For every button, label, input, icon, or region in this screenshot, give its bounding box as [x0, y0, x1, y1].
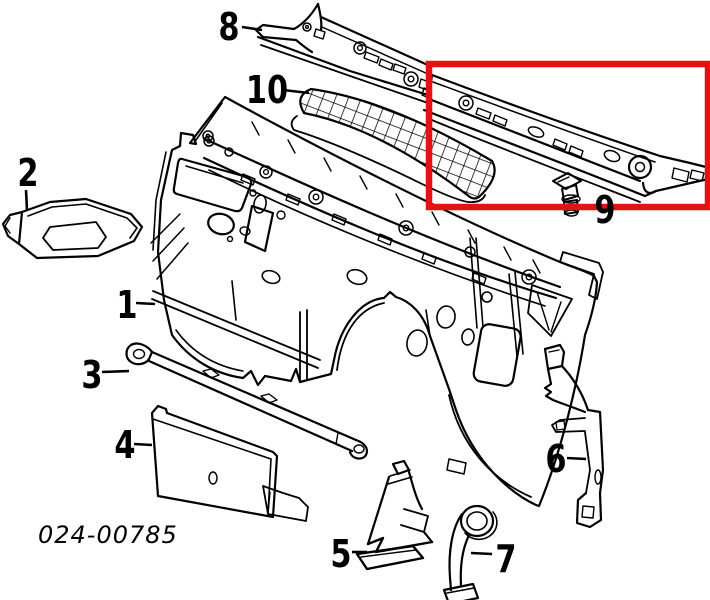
part-callout-2[interactable]: 2: [17, 152, 38, 196]
callout-leader-1: [135, 301, 156, 306]
part-callout-7[interactable]: 7: [495, 538, 516, 582]
part-callout-8[interactable]: 8: [218, 6, 239, 50]
part-9-cowl-panel-right: [422, 73, 710, 203]
part-1-firewall-panel: [150, 95, 604, 508]
callout-leaders: [24, 25, 587, 556]
part-callout-3[interactable]: 3: [81, 354, 102, 398]
part-callout-1[interactable]: 1: [116, 284, 137, 328]
callout-leader-2: [24, 189, 29, 211]
part-callout-4[interactable]: 4: [114, 424, 135, 468]
part-6-support-bracket: [543, 343, 605, 529]
callout-leader-7: [470, 551, 493, 556]
part-callout-5[interactable]: 5: [330, 533, 351, 577]
callout-leader-4: [133, 442, 153, 447]
callouts: 8 10 2 1 3 4 5 6 7 9: [17, 6, 615, 582]
part-4-insulation-panel: [150, 404, 309, 522]
part-2-cover-panel: [1, 197, 144, 260]
callout-leader-10: [282, 88, 310, 95]
part-callout-9[interactable]: 9: [594, 189, 615, 233]
part-callout-10[interactable]: 10: [246, 69, 288, 113]
part-8-cowl-panel-left: [254, 2, 432, 104]
part-5-drain-funnel: [355, 459, 434, 571]
callout-leader-8: [241, 25, 263, 32]
highlight-box-part-9[interactable]: [425, 60, 710, 211]
callout-leader-6: [566, 456, 587, 461]
part-callout-6[interactable]: 6: [545, 438, 566, 482]
part-9-fastener-clip: [552, 172, 582, 217]
part-3-support-rod: [125, 342, 369, 460]
part-7-duct-elbow: [442, 504, 498, 600]
callout-leader-3: [101, 369, 130, 374]
catalog-number: 024-00785: [38, 521, 178, 549]
part-10-cowl-grille: [290, 87, 496, 204]
